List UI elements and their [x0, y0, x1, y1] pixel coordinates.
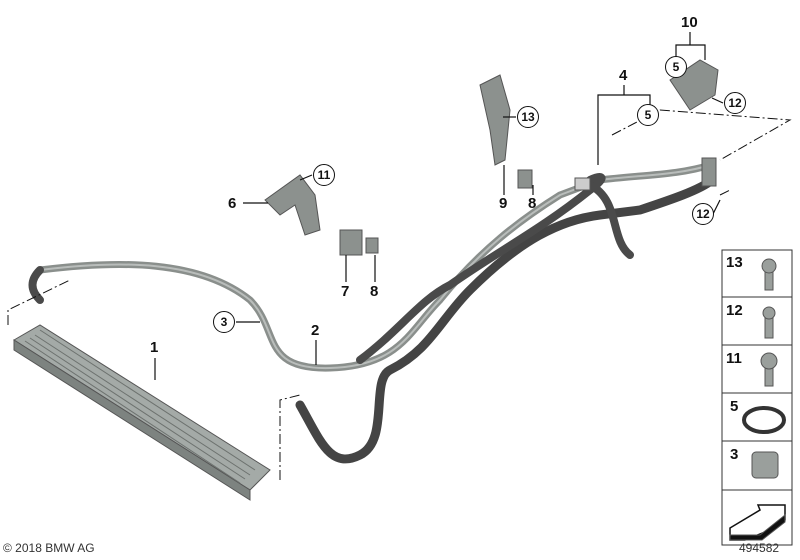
callout-13: 13	[517, 106, 539, 128]
callout-7: 7	[341, 283, 350, 300]
callout-6: 6	[228, 195, 237, 212]
legend-parts	[729, 258, 786, 541]
brackets	[264, 59, 719, 256]
oil-cooler	[13, 324, 271, 501]
callout-9: 9	[499, 195, 508, 212]
parts-legend-box	[721, 249, 793, 546]
callout-8: 8	[370, 283, 379, 300]
callout-3: 3	[213, 311, 235, 333]
callout-4: 4	[619, 67, 628, 84]
callout-1: 1	[150, 339, 159, 356]
callout-8: 8	[528, 195, 537, 212]
oil-lines	[28, 161, 717, 464]
legend-12: 12	[726, 302, 743, 319]
dash-lines	[7, 109, 792, 480]
leader-lines	[154, 32, 724, 380]
callout-5: 5	[665, 56, 687, 78]
legend-11: 11	[726, 350, 742, 367]
copyright: © 2018 BMW AG	[3, 541, 95, 555]
legend-13: 13	[726, 254, 743, 271]
callout-11: 11	[313, 164, 335, 186]
callout-10: 10	[681, 14, 698, 31]
callout-2: 2	[311, 322, 320, 339]
callout-12: 12	[692, 203, 714, 225]
legend-5: 5	[730, 398, 739, 415]
legend-3: 3	[730, 446, 739, 463]
callout-12: 12	[724, 92, 746, 114]
diagram-number: 494582	[739, 541, 780, 555]
callout-5: 5	[637, 104, 659, 126]
